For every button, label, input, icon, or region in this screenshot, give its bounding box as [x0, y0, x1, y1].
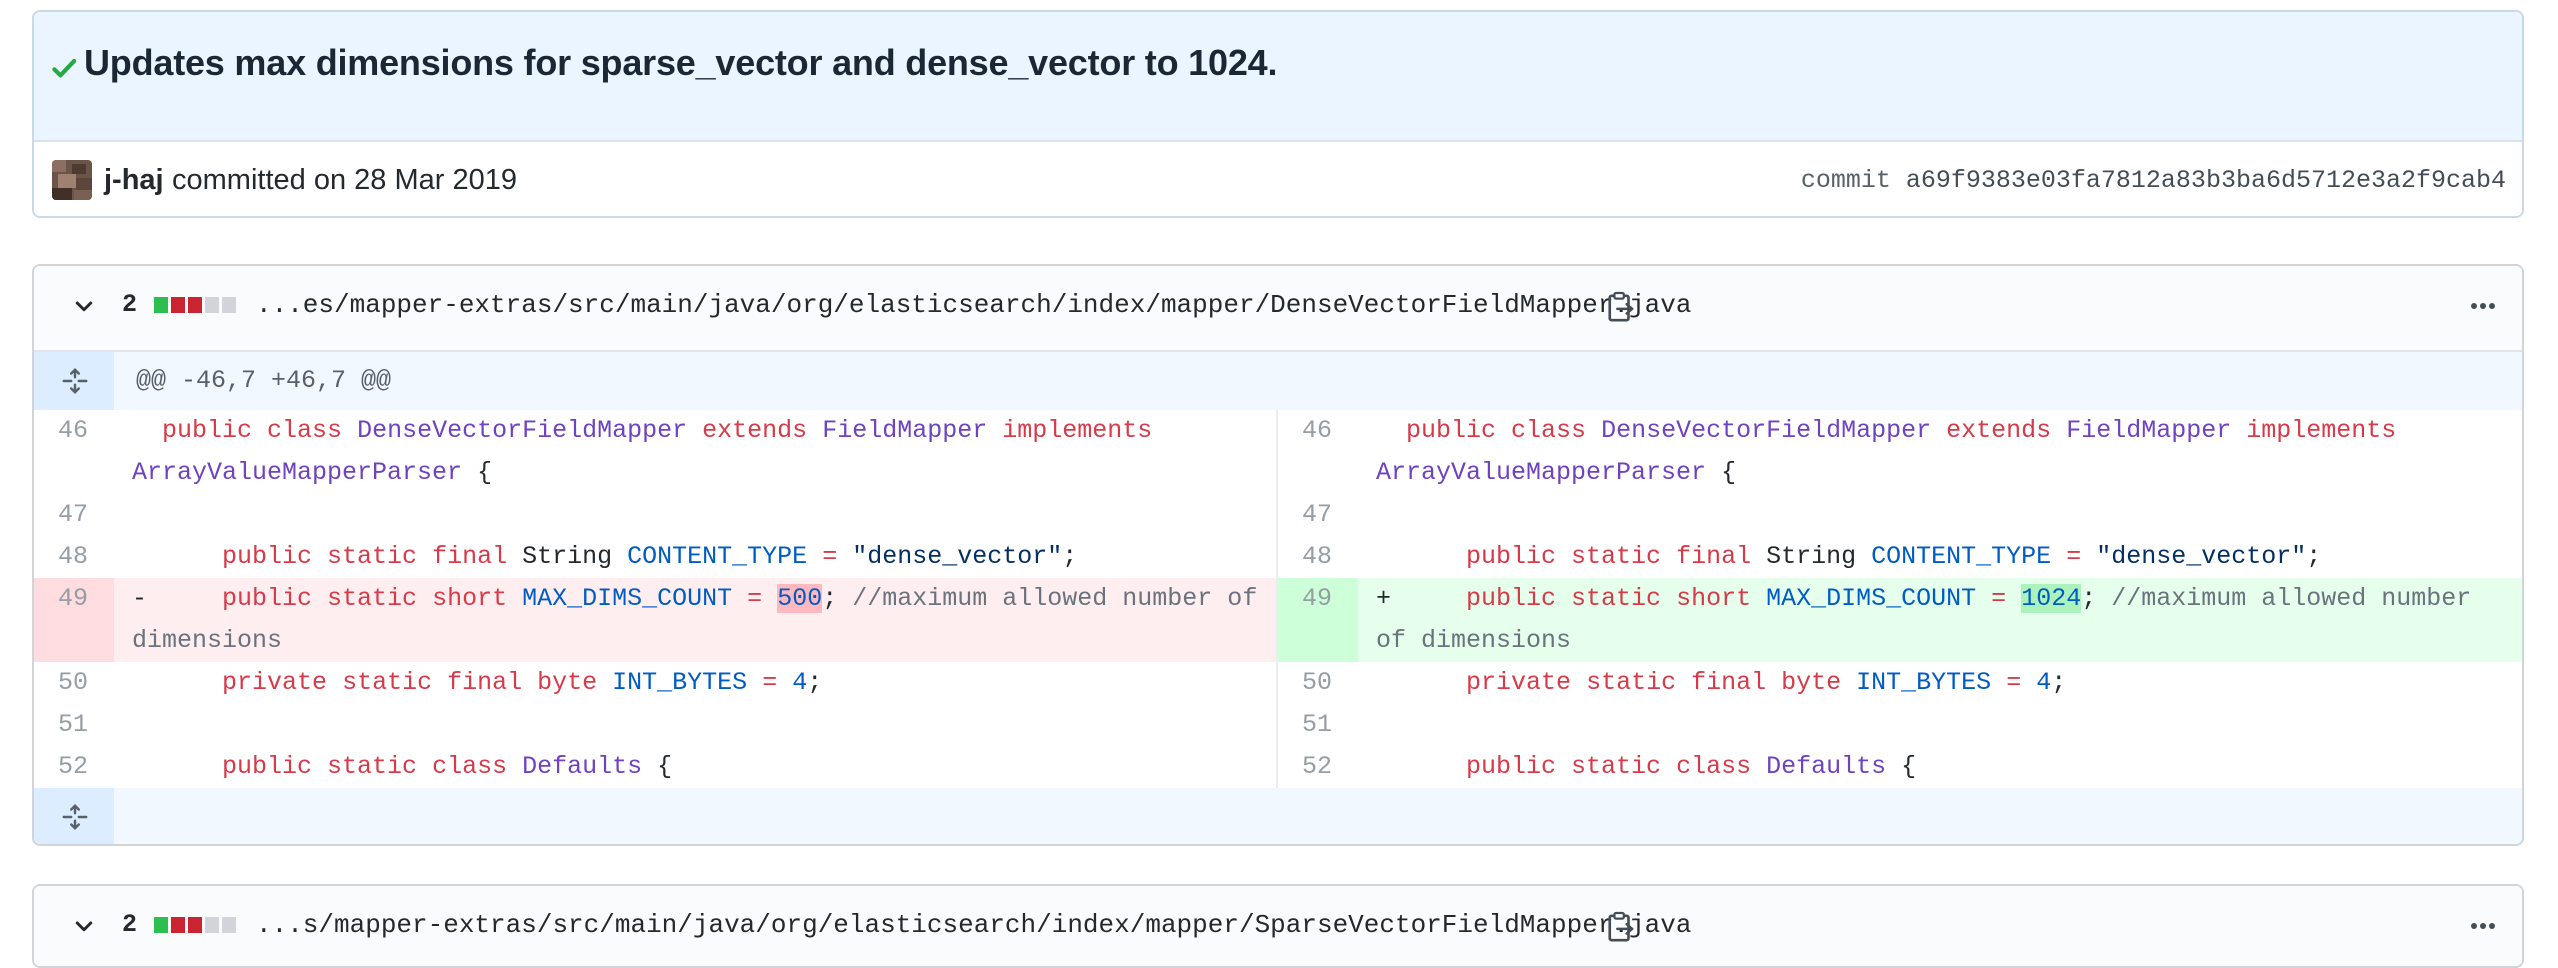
removed-value: 500	[777, 584, 823, 613]
diff-line: 46 public class DenseVectorFieldMapper e…	[34, 410, 1276, 494]
diff-line: 46 public class DenseVectorFieldMapper e…	[1278, 410, 2522, 494]
code-line: - public static short MAX_DIMS_COUNT = 5…	[132, 584, 1273, 655]
hunk-footer	[34, 788, 2522, 844]
changes-count: 2	[122, 910, 138, 939]
code-line: public static class Defaults {	[222, 752, 673, 781]
expand-up-button[interactable]	[34, 352, 114, 410]
more-options-icon[interactable]	[2468, 916, 2498, 936]
line-number[interactable]: 49	[34, 578, 114, 662]
line-number[interactable]: 47	[57, 500, 88, 529]
more-options-icon[interactable]	[2468, 296, 2498, 316]
diffstat-block	[171, 297, 185, 313]
code-line: + public static short MAX_DIMS_COUNT = 1…	[1376, 584, 2487, 655]
expand-down-button[interactable]	[34, 788, 114, 844]
line-number[interactable]: 51	[57, 710, 88, 739]
split-diff: 46 public class DenseVectorFieldMapper e…	[34, 410, 2522, 788]
diffstat-block	[222, 297, 236, 313]
diff-line-added: 49 + public static short MAX_DIMS_COUNT …	[1278, 578, 2522, 662]
code-line: public class DenseVectorFieldMapper exte…	[132, 416, 1153, 487]
diffstat	[154, 917, 236, 933]
file-header: 2 ...s/mapper-extras/src/main/java/org/e…	[34, 886, 2522, 966]
diff-right-side: 46 public class DenseVectorFieldMapper e…	[1278, 410, 2522, 788]
commit-sha-value[interactable]: a69f9383e03fa7812a83b3ba6d5712e3a2f9cab4	[1905, 166, 2506, 195]
author-link[interactable]: j-haj	[104, 164, 164, 196]
code-line	[1358, 494, 2522, 536]
code-line	[1358, 704, 2522, 746]
line-number[interactable]: 48	[57, 542, 88, 571]
clipboard-icon[interactable]	[1606, 290, 1636, 324]
code-line	[114, 704, 1276, 746]
file-path-link[interactable]: ...s/mapper-extras/src/main/java/org/ela…	[256, 910, 1692, 940]
diff-line: 50 private static final byte INT_BYTES =…	[1278, 662, 2522, 704]
diffstat-block	[154, 297, 168, 313]
diffstat-block	[188, 917, 202, 933]
line-number[interactable]: 49	[1278, 578, 1358, 662]
diff-line: 48 public static final String CONTENT_TY…	[1278, 536, 2522, 578]
commit-meta: j-haj committed on 28 Mar 2019 commit a6…	[34, 142, 2522, 216]
committed-date: committed on 28 Mar 2019	[172, 164, 517, 196]
diffstat-block	[171, 917, 185, 933]
line-number[interactable]: 47	[1301, 500, 1332, 529]
hunk-header: @@ -46,7 +46,7 @@	[34, 352, 2522, 410]
check-icon	[52, 58, 77, 78]
line-number[interactable]: 46	[1301, 416, 1332, 445]
diffstat-block	[205, 297, 219, 313]
unfold-icon	[62, 804, 88, 830]
diffstat	[154, 297, 236, 313]
line-number[interactable]: 52	[57, 752, 88, 781]
code-line: public static class Defaults {	[1466, 752, 1917, 781]
changes-count: 2	[122, 290, 138, 319]
diff-line: 50 private static final byte INT_BYTES =…	[34, 662, 1276, 704]
line-number[interactable]: 48	[1301, 542, 1332, 571]
line-number[interactable]: 50	[1301, 668, 1332, 697]
diff-line: 51	[34, 704, 1276, 746]
code-line: public static final String CONTENT_TYPE …	[1466, 542, 2322, 571]
file-diff: 2 ...es/mapper-extras/src/main/java/org/…	[32, 264, 2524, 846]
code-line: public static final String CONTENT_TYPE …	[222, 542, 1078, 571]
clipboard-icon[interactable]	[1606, 910, 1636, 944]
commit-sha[interactable]: commit a69f9383e03fa7812a83b3ba6d5712e3a…	[1801, 166, 2506, 195]
commit-sha-label: commit	[1800, 166, 1891, 195]
unfold-icon	[62, 368, 88, 394]
code-line: private static final byte INT_BYTES = 4;	[222, 668, 823, 697]
diff-line: 52 public static class Defaults {	[1278, 746, 2522, 788]
commit-header: Updates max dimensions for sparse_vector…	[32, 10, 2524, 218]
diff-line-deleted: 49 - public static short MAX_DIMS_COUNT …	[34, 578, 1276, 662]
line-number[interactable]: 51	[1301, 710, 1332, 739]
diff-line: 51	[1278, 704, 2522, 746]
diff-line: 48 public static final String CONTENT_TY…	[34, 536, 1276, 578]
code-line	[114, 494, 1276, 536]
file-header: 2 ...es/mapper-extras/src/main/java/org/…	[34, 266, 2522, 352]
chevron-down-icon[interactable]	[72, 294, 96, 318]
line-number[interactable]: 50	[57, 668, 88, 697]
diff-line: 52 public static class Defaults {	[34, 746, 1276, 788]
diff-left-side: 46 public class DenseVectorFieldMapper e…	[34, 410, 1278, 788]
diffstat-block	[205, 917, 219, 933]
diffstat-block	[154, 917, 168, 933]
diff-line: 47	[34, 494, 1276, 536]
code-line: public class DenseVectorFieldMapper exte…	[1376, 416, 2397, 487]
added-value: 1024	[2021, 584, 2082, 613]
diff-line: 47	[1278, 494, 2522, 536]
hunk-range: @@ -46,7 +46,7 @@	[136, 366, 392, 395]
commit-title: Updates max dimensions for sparse_vector…	[84, 42, 1278, 83]
code-line: private static final byte INT_BYTES = 4;	[1466, 668, 2067, 697]
chevron-down-icon[interactable]	[72, 914, 96, 938]
file-path-link[interactable]: ...es/mapper-extras/src/main/java/org/el…	[256, 290, 1692, 320]
file-diff: 2 ...s/mapper-extras/src/main/java/org/e…	[32, 884, 2524, 968]
commit-title-area: Updates max dimensions for sparse_vector…	[34, 12, 2522, 142]
line-number[interactable]: 46	[57, 416, 88, 445]
diffstat-block	[222, 917, 236, 933]
diffstat-block	[188, 297, 202, 313]
avatar[interactable]	[52, 160, 92, 200]
line-number[interactable]: 52	[1301, 752, 1332, 781]
